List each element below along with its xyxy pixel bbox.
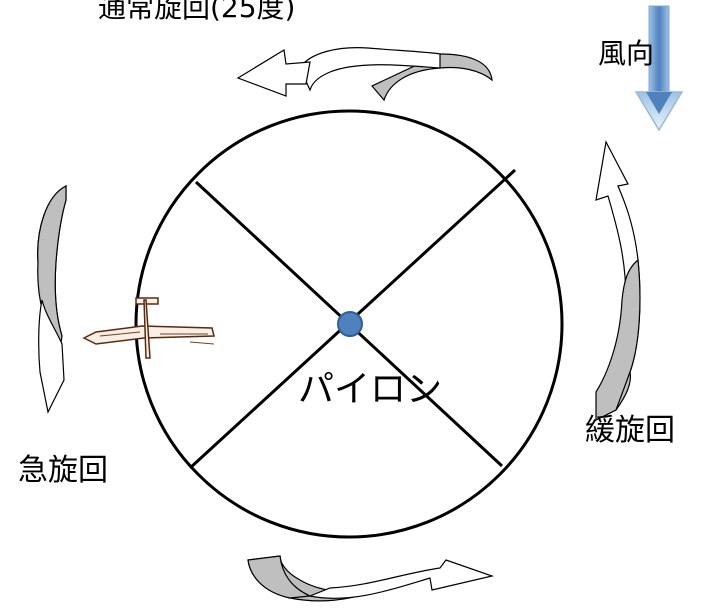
- normal-turn-label: 通常旋回(25度): [98, 0, 296, 24]
- slow-turn-label: 緩旋回: [585, 413, 675, 448]
- top-turn-arrow-icon: [236, 47, 493, 102]
- wind-direction-label: 風向: [598, 37, 655, 70]
- right-turn-arrow-icon: [594, 140, 641, 422]
- bottom-turn-arrow-icon: [247, 555, 495, 602]
- pylon-label: パイロン: [298, 369, 443, 410]
- circuit-circle: [134, 109, 564, 539]
- left-turn-arrow-icon: [37, 185, 67, 414]
- sharp-turn-label: 急旋回: [18, 453, 108, 488]
- pylon-marker: [337, 311, 363, 337]
- glider-icon: [82, 297, 215, 359]
- wind-arrow-icon: [634, 5, 684, 132]
